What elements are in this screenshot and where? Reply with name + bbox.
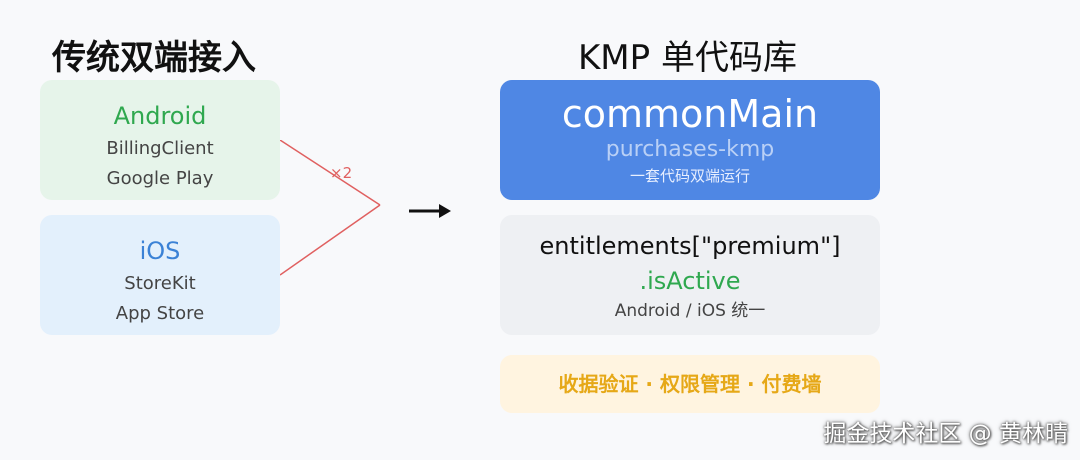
entitlements-code: entitlements["premium"] — [539, 232, 841, 260]
connector-lower-line — [280, 204, 381, 276]
common-main-note: 一套代码双端运行 — [629, 167, 750, 185]
purchases-kmp-label: purchases-kmp — [605, 137, 775, 162]
ios-card: iOS StoreKit App Store — [40, 215, 280, 335]
merge-connector — [280, 140, 381, 276]
legacy-section-title: 传统双端接入 — [52, 38, 256, 78]
arrow-right-icon — [409, 204, 451, 218]
ios-app-store: App Store — [115, 303, 205, 324]
entitlements-card: entitlements["premium"] .isActive Androi… — [500, 215, 880, 335]
common-main-card: commonMain purchases-kmp 一套代码双端运行 — [500, 80, 880, 200]
common-main-title: commonMain — [561, 92, 819, 136]
entitlements-note: Android / iOS 统一 — [614, 301, 766, 321]
android-google-play: Google Play — [106, 168, 214, 189]
android-title: Android — [113, 102, 207, 130]
kmp-section-title: KMP 单代码库 — [578, 38, 797, 78]
android-card: Android BillingClient Google Play — [40, 80, 280, 200]
features-card: 收据验证 · 权限管理 · 付费墙 — [500, 355, 880, 413]
is-active-code: .isActive — [639, 267, 741, 295]
features-list: 收据验证 · 权限管理 · 付费墙 — [558, 372, 822, 396]
android-billing-client: BillingClient — [106, 138, 214, 159]
ios-storekit: StoreKit — [124, 273, 196, 294]
duplication-multiplier: ×2 — [330, 164, 353, 182]
watermark: 掘金技术社区 @ 黄林晴 — [823, 421, 1068, 447]
ios-title: iOS — [139, 237, 181, 265]
connector-upper-line — [280, 140, 381, 206]
